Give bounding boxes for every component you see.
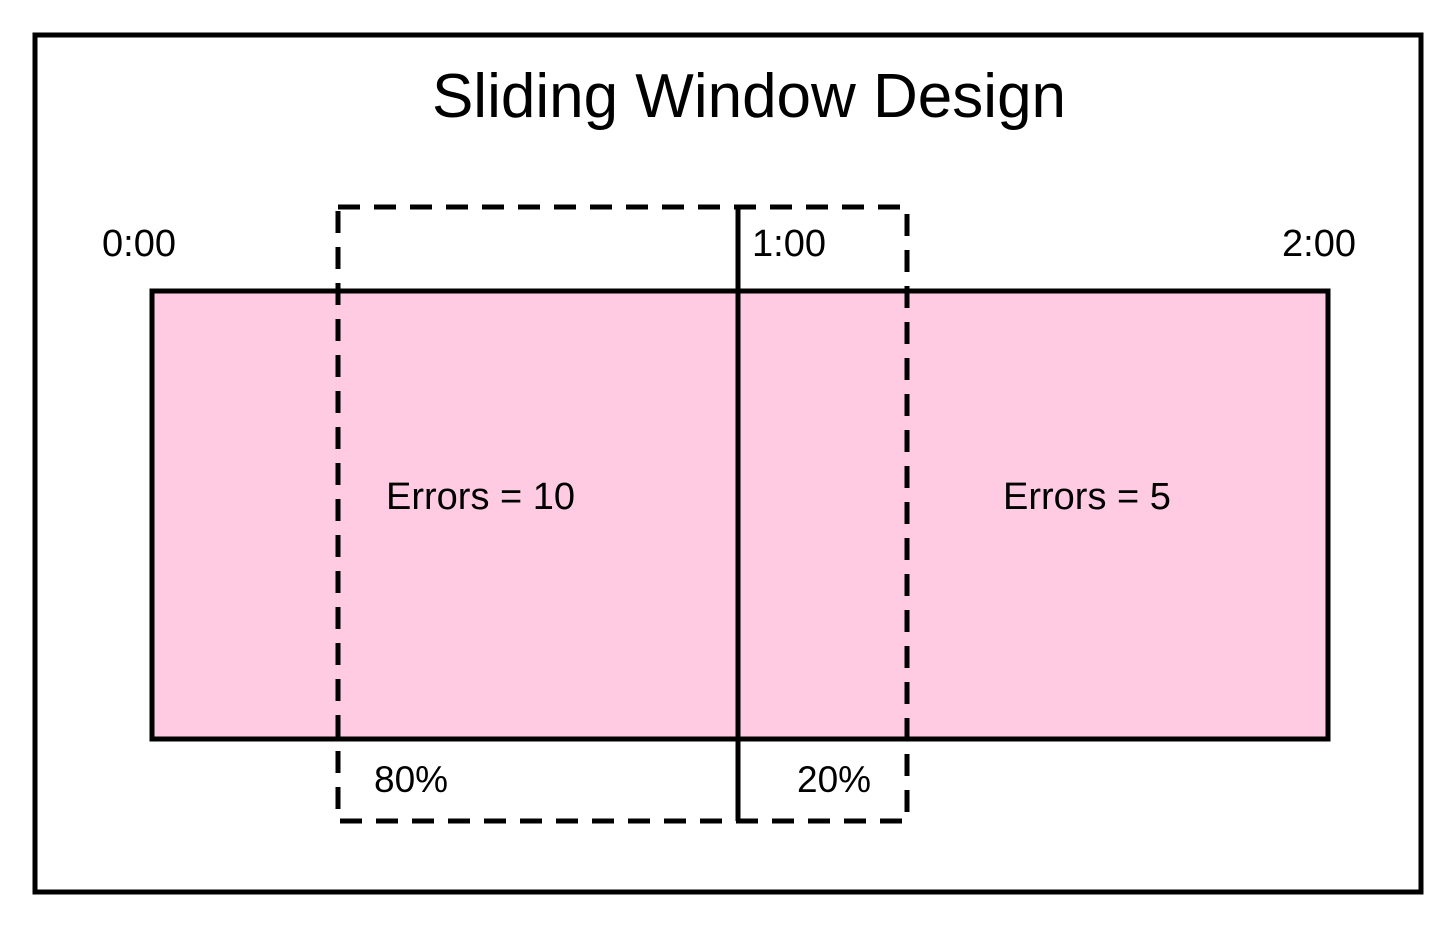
time-label-middle: 1:00 bbox=[752, 223, 826, 265]
sliding-window-outline bbox=[335, 204, 910, 824]
current-window-errors: Errors = 5 bbox=[1003, 476, 1171, 518]
outer-frame bbox=[32, 32, 1424, 895]
previous-window-errors: Errors = 10 bbox=[386, 476, 575, 518]
previous-window-share: 80% bbox=[374, 759, 448, 800]
diagram-title: Sliding Window Design bbox=[432, 62, 1066, 131]
time-label-end: 2:00 bbox=[1282, 223, 1356, 265]
time-label-start: 0:00 bbox=[102, 223, 176, 265]
current-window-share: 20% bbox=[797, 759, 871, 800]
